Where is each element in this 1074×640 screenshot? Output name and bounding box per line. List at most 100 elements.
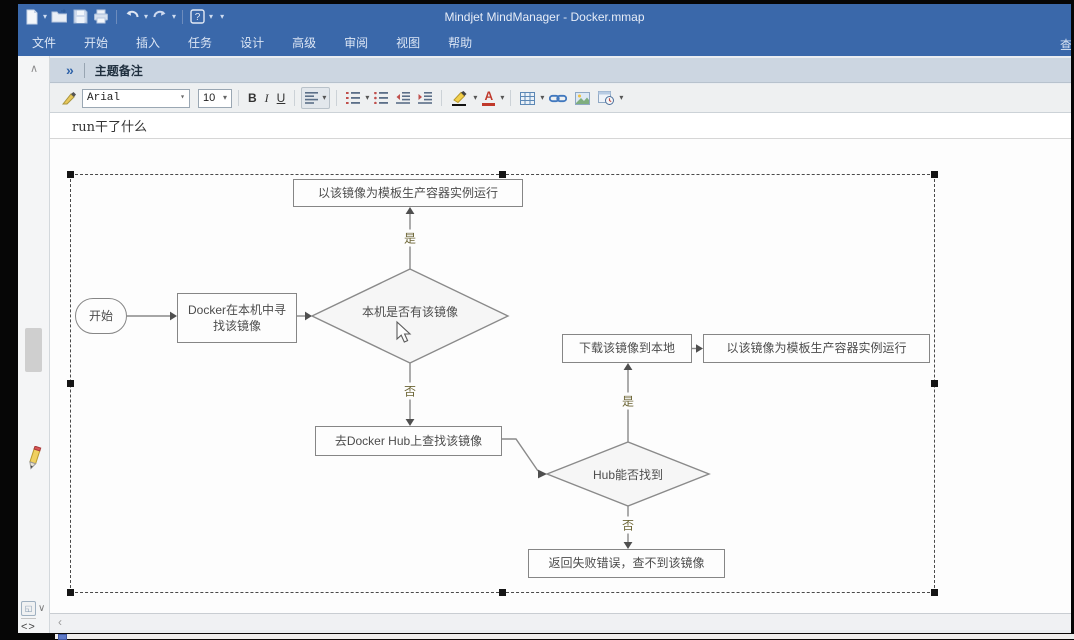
selection-handle-bottom-left[interactable] (67, 589, 74, 596)
highlight-button[interactable] (448, 87, 471, 109)
flow-node-find-local[interactable]: Docker在本机中寻找该镜像 (177, 293, 297, 343)
align-button[interactable]: ▾ (301, 87, 331, 109)
vertical-scrollbar[interactable]: ∧ ◱ ∨ <> (18, 56, 50, 633)
menu-tab-insert[interactable]: 插入 (136, 36, 161, 50)
align-left-icon (305, 92, 319, 104)
font-size-select[interactable]: 10 ▾ (198, 88, 232, 108)
print-icon (94, 9, 109, 24)
flow-node-run-instance-right-label: 以该镜像为模板生产容器实例运行 (726, 341, 907, 356)
horizontal-scroll-arrows-icon[interactable]: <> (21, 618, 36, 633)
font-select[interactable]: Arial ▾ (82, 88, 190, 108)
note-title-row[interactable]: run干了什么 (50, 113, 1071, 139)
numbered-list-button[interactable] (343, 87, 363, 109)
vertical-scrollbar-thumb[interactable] (25, 328, 42, 372)
selection-handle-bottom-right[interactable] (931, 589, 938, 596)
edge-label-no-1: 否 (402, 382, 418, 400)
notes-panel-header: » 主题备注 (50, 58, 1071, 83)
menu-clipped-item[interactable]: 查 (1060, 38, 1071, 52)
insert-link-button[interactable] (546, 87, 570, 109)
undo-dropdown[interactable]: ▾ (144, 11, 149, 21)
edge-label-no-2: 否 (620, 516, 636, 534)
flow-node-start[interactable]: 开始 (75, 298, 127, 334)
table-icon (520, 91, 536, 105)
menu-tab-file[interactable]: 文件 (32, 36, 57, 50)
flow-node-download[interactable]: 下载该镜像到本地 (562, 334, 692, 363)
insert-table-button[interactable] (517, 87, 538, 109)
title-bar: ▾ ▾ ▾ ? ▾ ▾ Mindjet MindManager - Docker… (18, 4, 1071, 29)
open-folder-icon (51, 9, 68, 23)
format-painter-button[interactable] (58, 87, 80, 109)
increase-indent-icon (418, 92, 433, 104)
workspace: ∧ ◱ ∨ <> » 主题备注 Arial ▾ 10 ▾ (18, 56, 1071, 633)
customize-qat-button[interactable]: ▾ (220, 11, 225, 21)
flow-node-has-image-label: 本机是否有该镜像 (361, 304, 458, 319)
diamond-hub-found[interactable] (545, 441, 711, 507)
selection-handle-mid-left[interactable] (67, 380, 74, 387)
table-dropdown-icon[interactable]: ▾ (540, 93, 545, 102)
notes-editor-canvas[interactable]: 开始 Docker在本机中寻找该镜像 本机是否有该镜像 以该镜像为模板生产容器实… (50, 139, 1071, 613)
menu-tab-design[interactable]: 设计 (240, 36, 265, 50)
selection-handle-top-right[interactable] (931, 171, 938, 178)
font-select-dropdown-icon: ▾ (180, 93, 185, 102)
new-document-dropdown[interactable]: ▾ (43, 11, 48, 21)
highlight-dropdown-icon[interactable]: ▾ (473, 93, 478, 102)
formatting-toolbar: Arial ▾ 10 ▾ B I U ▾ ▾ (50, 84, 1071, 113)
edge-label-yes-1: 是 (402, 229, 418, 247)
menu-tab-task[interactable]: 任务 (188, 36, 213, 50)
save-button[interactable] (72, 7, 89, 27)
flow-node-run-instance-right[interactable]: 以该镜像为模板生产容器实例运行 (703, 334, 930, 363)
flow-node-start-label: 开始 (88, 308, 113, 323)
toolbar-separator (238, 90, 239, 106)
new-document-icon (26, 9, 38, 24)
italic-button[interactable]: I (264, 90, 269, 105)
help-button[interactable]: ? (189, 7, 206, 27)
qat-separator (116, 9, 118, 24)
menu-tab-home[interactable]: 开始 (84, 36, 109, 50)
font-color-button[interactable]: A (479, 87, 498, 109)
scroll-down-icon[interactable]: ∨ (38, 603, 46, 614)
increase-indent-button[interactable] (415, 87, 435, 109)
highlighter-icon (452, 90, 467, 106)
save-icon (73, 9, 88, 24)
selection-handle-top-center[interactable] (499, 171, 506, 178)
insert-image-button[interactable] (572, 87, 593, 109)
scroll-up-icon[interactable]: ∧ (29, 63, 39, 75)
bold-button[interactable]: B (248, 91, 257, 105)
bullet-list-button[interactable] (371, 87, 391, 109)
decrease-indent-button[interactable] (393, 87, 413, 109)
numbered-list-dropdown-icon[interactable]: ▾ (365, 93, 370, 102)
help-dropdown[interactable]: ▾ (209, 11, 214, 21)
horizontal-scrollbar[interactable]: ‹ (50, 613, 1071, 630)
toolbar-separator (441, 90, 443, 106)
menu-tab-view[interactable]: 视图 (396, 36, 421, 50)
selection-handle-bottom-center[interactable] (499, 589, 506, 596)
insert-timestamp-button[interactable] (595, 87, 617, 109)
flow-node-run-instance-top[interactable]: 以该镜像为模板生产容器实例运行 (293, 179, 523, 207)
menu-tab-advanced[interactable]: 高级 (292, 36, 317, 50)
font-color-dropdown-icon[interactable]: ▾ (500, 93, 505, 102)
mouse-cursor-icon (396, 320, 412, 343)
flow-node-go-hub[interactable]: 去Docker Hub上查找该镜像 (315, 426, 502, 456)
toolbar-separator (510, 90, 512, 106)
collapse-panel-icon[interactable]: » (66, 62, 74, 78)
pane-corner-button[interactable]: ◱ (21, 601, 36, 616)
toolbar-separator (294, 90, 296, 106)
redo-dropdown[interactable]: ▾ (172, 11, 177, 21)
open-button[interactable] (50, 7, 69, 27)
image-icon (575, 91, 591, 105)
undo-button[interactable] (123, 7, 141, 27)
bottom-strip (0, 633, 1074, 640)
scroll-left-icon[interactable]: ‹ (58, 615, 62, 629)
selection-handle-top-left[interactable] (67, 171, 74, 178)
menu-tab-review[interactable]: 审阅 (344, 36, 369, 50)
print-button[interactable] (92, 7, 110, 27)
diamond-has-image[interactable] (310, 268, 510, 364)
underline-button[interactable]: U (276, 91, 286, 105)
timestamp-dropdown-icon[interactable]: ▾ (619, 93, 624, 102)
new-document-button[interactable] (24, 7, 40, 27)
menu-tab-help[interactable]: 帮助 (448, 36, 473, 50)
redo-button[interactable] (151, 7, 169, 27)
selection-handle-mid-right[interactable] (931, 380, 938, 387)
flow-node-fail[interactable]: 返回失败错误，查不到该镜像 (528, 549, 725, 578)
notes-panel: » 主题备注 Arial ▾ 10 ▾ B I U ▾ (50, 56, 1071, 633)
